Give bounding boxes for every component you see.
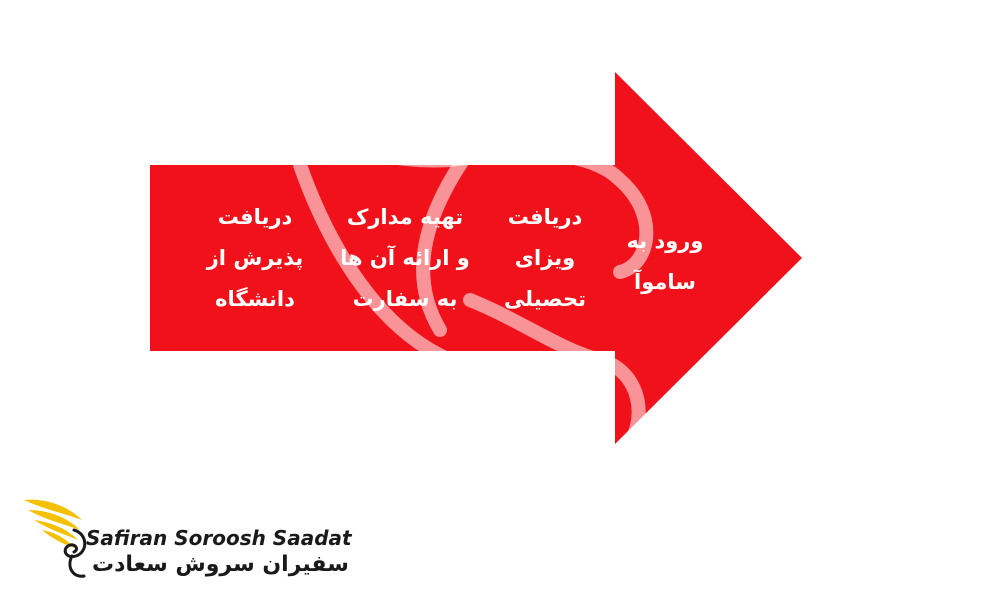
step-university-admission: دریافت پذیرش از دانشگاه <box>180 197 330 320</box>
step-student-visa: دریافت ویزای تحصیلی <box>470 197 620 320</box>
step-arrive-samoa-line-2: ساموآ <box>634 270 696 294</box>
step-documents-embassy-line-2: و ارائه آن ها <box>340 246 470 270</box>
step-documents-embassy-line-3: به سفارت <box>352 287 458 311</box>
step-arrive-samoa-line-1: ورود به <box>626 229 704 253</box>
step-documents-embassy: تهیه مدارک و ارائه آن ها به سفارت <box>320 197 490 320</box>
step-arrive-samoa: ورود به ساموآ <box>600 221 730 303</box>
step-university-admission-line-3: دانشگاه <box>215 287 295 311</box>
step-student-visa-line-2: ویزای <box>514 246 576 270</box>
company-logo: Safiran Soroosh Saadat سفیران سروش سعادت <box>22 494 352 584</box>
logo-persian-text: سفیران سروش سعادت <box>92 552 349 577</box>
step-student-visa-line-1: دریافت <box>507 205 583 229</box>
swan-watermark <box>261 61 654 507</box>
step-documents-embassy-line-1: تهیه مدارک <box>346 205 464 229</box>
process-arrow <box>150 72 802 444</box>
step-student-visa-line-3: تحصیلی <box>503 287 587 311</box>
step-university-admission-line-1: دریافت <box>217 205 293 229</box>
step-university-admission-line-2: پذیرش از <box>206 246 304 270</box>
wing-logo-icon <box>24 499 87 578</box>
logo-latin-text: Safiran Soroosh Saadat <box>86 526 352 550</box>
